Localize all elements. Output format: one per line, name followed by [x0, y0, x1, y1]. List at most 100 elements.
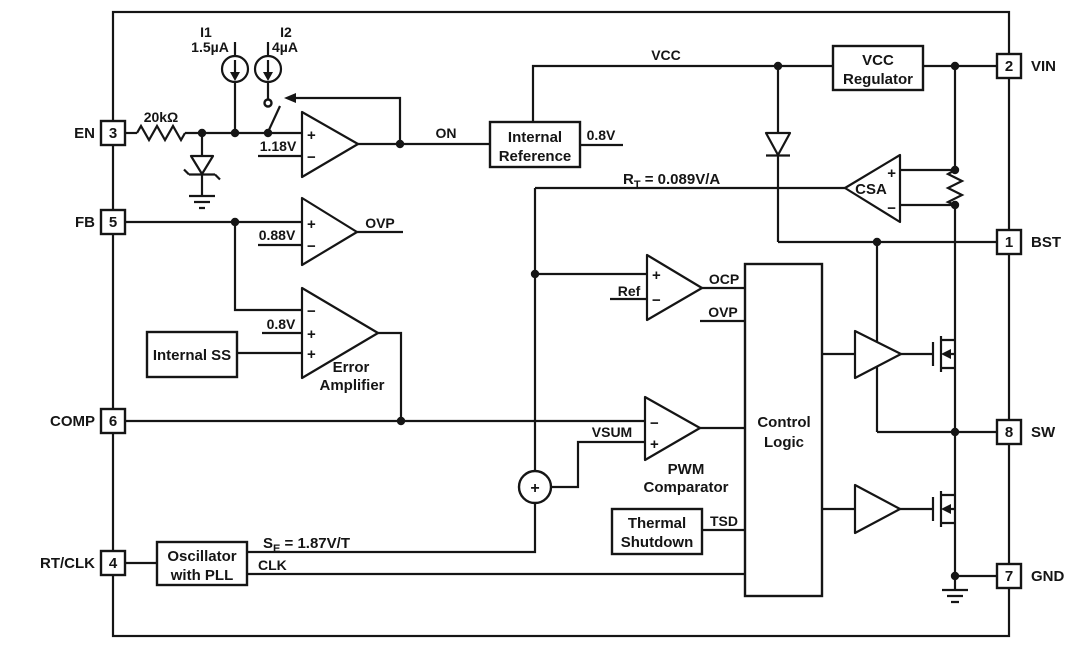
- ovp-comp-minus: −: [307, 238, 316, 255]
- internal-reference-label-2: Reference: [499, 148, 572, 165]
- ocp-minus: −: [652, 292, 661, 309]
- on-signal-label: ON: [436, 125, 457, 141]
- vcc-regulator-box: VCC Regulator: [831, 44, 925, 92]
- csa-minus: −: [887, 200, 896, 217]
- switch-contact: [263, 98, 273, 108]
- pin-rtclk: 4 RT/CLK: [40, 549, 127, 577]
- se-equation: SE = 1.87V/T: [263, 535, 350, 555]
- wires: [125, 42, 997, 578]
- bootstrap-diode: [764, 131, 792, 157]
- pin-sw: 8 SW: [995, 418, 1056, 446]
- pin-gnd: 7 GND: [995, 562, 1065, 590]
- oscillator-box: Oscillator with PLL: [155, 540, 249, 587]
- wire-vsum: [551, 440, 645, 489]
- thermal-shutdown-label-1: Thermal: [628, 515, 686, 532]
- current-source-i2: [253, 54, 283, 84]
- ovp-input-label: OVP: [708, 304, 738, 320]
- pin-vin-number: 2: [1005, 58, 1013, 75]
- tsd-signal-label: TSD: [710, 513, 738, 529]
- pin-fb-label: FB: [75, 214, 95, 231]
- wire-ea-out: [378, 331, 403, 421]
- pin-comp-label: COMP: [50, 413, 95, 430]
- csa-amplifier: [843, 153, 902, 224]
- pin-gnd-label: GND: [1031, 568, 1065, 585]
- zener-diode: [183, 154, 221, 196]
- pin-gnd-number: 7: [1005, 568, 1013, 585]
- internal-reference-label-1: Internal: [508, 129, 562, 146]
- pin-en: 3 EN: [74, 119, 127, 147]
- pin-vin: 2 VIN: [995, 52, 1056, 80]
- vcc-label: VCC: [651, 47, 681, 63]
- ref-output-label: 0.8V: [587, 127, 616, 143]
- control-logic-box: Control Logic: [743, 262, 824, 598]
- vcc-regulator-label-2: Regulator: [843, 71, 913, 88]
- ocp-comparator: [645, 253, 704, 322]
- summing-plus: +: [530, 480, 539, 497]
- rt-base: R: [623, 171, 634, 188]
- i1-value-label: 1.5µA: [191, 39, 229, 55]
- se-base: S: [263, 535, 273, 552]
- thermal-shutdown-label-2: Shutdown: [621, 534, 693, 551]
- pwm-label-1: PWM: [668, 461, 705, 478]
- pin-bst: 1 BST: [995, 228, 1061, 256]
- wire-fb-to-ea: [233, 222, 302, 312]
- oscillator-label-1: Oscillator: [167, 548, 236, 565]
- pin-sw-label: SW: [1031, 424, 1056, 441]
- ea-plus-ss: +: [307, 346, 316, 363]
- internal-reference-box: Internal Reference: [488, 120, 582, 169]
- i2-name-label: I2: [280, 24, 292, 40]
- pwm-comparator: [643, 395, 702, 462]
- pin-comp-number: 6: [109, 413, 117, 430]
- control-logic-label-1: Control: [757, 414, 810, 431]
- vcc-regulator-label-1: VCC: [862, 52, 894, 69]
- csa-plus: +: [887, 165, 896, 182]
- rt-equation: RT = 0.089V/A: [623, 171, 720, 191]
- error-amp-label-1: Error: [333, 359, 370, 376]
- wire-vcc: [531, 64, 833, 122]
- pin-rtclk-label: RT/CLK: [40, 555, 95, 572]
- en-comp-plus: +: [307, 127, 316, 144]
- en-threshold-label: 1.18V: [260, 138, 297, 154]
- clk-signal-label: CLK: [258, 557, 287, 573]
- pwm-plus: +: [650, 436, 659, 453]
- pin-rtclk-number: 4: [109, 555, 118, 572]
- wire-se-ramp: [247, 503, 537, 554]
- pwm-label-2: Comparator: [643, 479, 728, 496]
- se-sub: E: [273, 543, 280, 555]
- error-amp-label-2: Amplifier: [319, 377, 384, 394]
- i1-name-label: I1: [200, 24, 212, 40]
- rt-rest: = 0.089V/A: [641, 171, 721, 188]
- pin-bst-number: 1: [1005, 234, 1013, 251]
- pwm-minus: −: [650, 415, 659, 432]
- ea-plus-ref: +: [307, 326, 316, 343]
- pin-fb-number: 5: [109, 214, 117, 231]
- pin-fb: 5 FB: [75, 208, 127, 236]
- en-comp-minus: −: [307, 149, 316, 166]
- pin-en-label: EN: [74, 125, 95, 142]
- mosfet-low-side: [931, 491, 955, 527]
- summing-node: [517, 469, 553, 505]
- rt-sub: T: [634, 179, 641, 191]
- ea-minus: −: [307, 303, 316, 320]
- csa-label: CSA: [855, 181, 887, 198]
- pin-bst-label: BST: [1031, 234, 1061, 251]
- oscillator-label-2: with PLL: [170, 567, 234, 584]
- thermal-shutdown-box: Thermal Shutdown: [610, 507, 704, 556]
- control-logic-label-2: Logic: [764, 434, 804, 451]
- ocp-signal-label: OCP: [709, 271, 739, 287]
- pin-comp: 6 COMP: [50, 407, 127, 435]
- ground-symbol-en: [189, 194, 215, 210]
- ocp-ref-label: Ref: [618, 283, 641, 299]
- ic-boundary: [111, 10, 1011, 638]
- en-resistor-label: 20kΩ: [144, 109, 179, 125]
- pin-en-number: 3: [109, 125, 117, 142]
- ovp-comparator: [300, 196, 359, 267]
- en-comparator: [300, 110, 360, 179]
- pin-sw-number: 8: [1005, 424, 1013, 441]
- ground-symbol-power: [942, 576, 968, 604]
- wire-hysteresis-feedback: [294, 96, 402, 143]
- error-amplifier: [300, 286, 380, 380]
- internal-ss-label: Internal SS: [153, 347, 231, 364]
- gate-driver-high: [853, 329, 903, 380]
